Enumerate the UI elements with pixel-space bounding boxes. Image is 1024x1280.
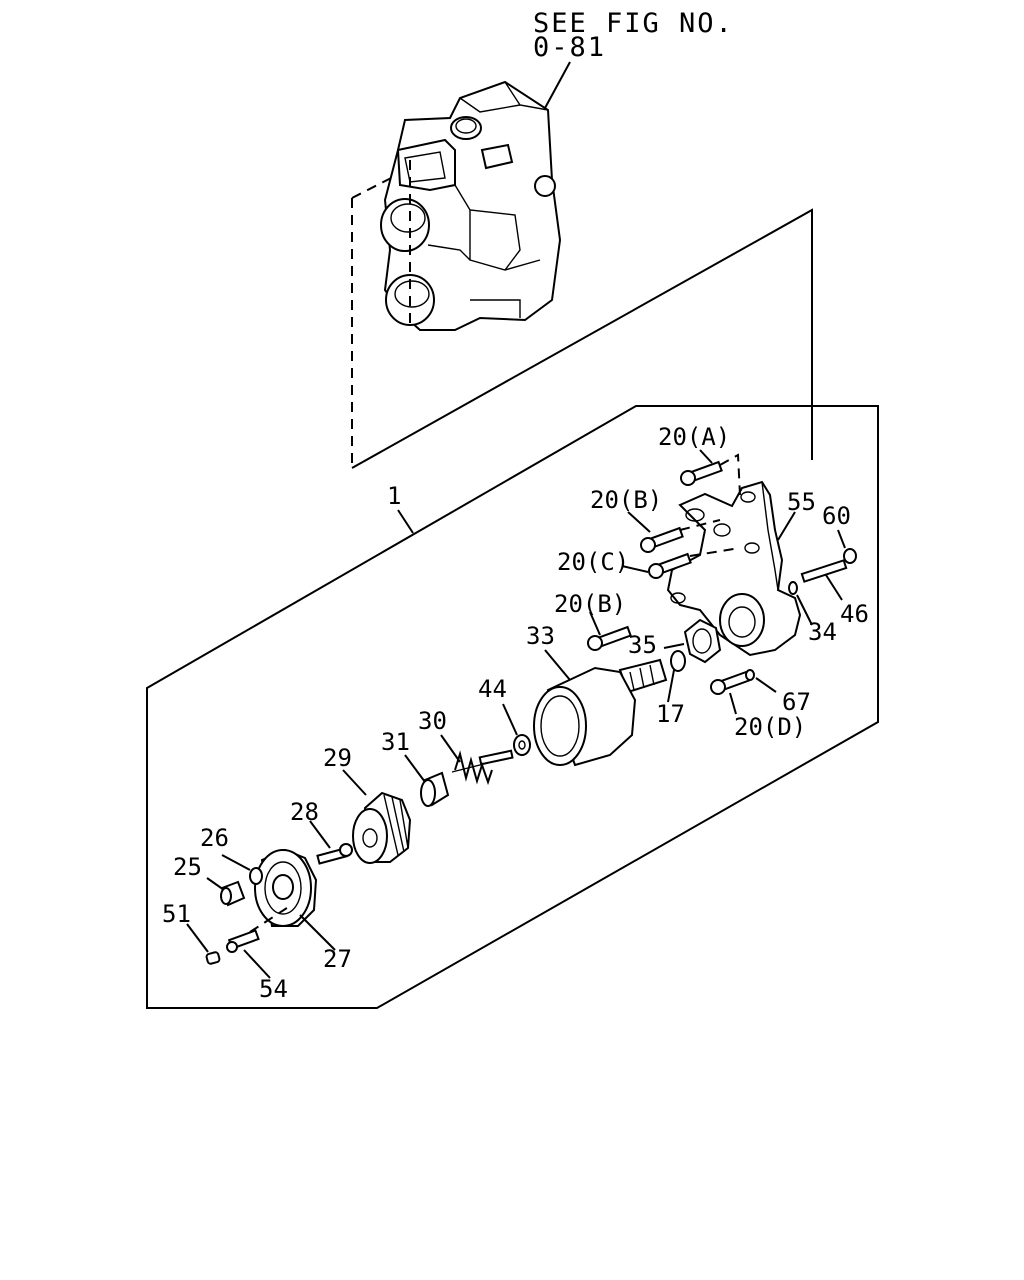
housing-33 — [533, 658, 668, 767]
callout-34: 34 — [808, 618, 837, 646]
callout-33: 33 — [526, 622, 555, 650]
cap-51 — [205, 951, 221, 965]
stud-54-guide — [249, 905, 291, 933]
callout-54: 54 — [259, 975, 288, 1003]
o-ring-17 — [670, 650, 686, 672]
bolt-20b-upper — [640, 526, 684, 553]
washer-44 — [513, 734, 531, 756]
callout-28: 28 — [290, 798, 319, 826]
callout-46: 46 — [840, 600, 869, 628]
bolt-20d — [710, 670, 751, 695]
callout-20a: 20(A) — [658, 423, 730, 451]
callout-17: 17 — [656, 700, 685, 728]
injection-pump-drawing — [380, 80, 562, 331]
cap-25 — [220, 880, 246, 907]
bolt-20b-guide — [679, 519, 721, 531]
collar-31 — [420, 771, 450, 807]
callout-20d: 20(D) — [734, 713, 806, 741]
frame-top-dashed — [351, 175, 396, 199]
o-ring-60 — [843, 548, 857, 564]
callout-30: 30 — [418, 707, 447, 735]
bolt-20b-lower — [587, 625, 632, 651]
reference-leader — [544, 61, 571, 109]
reference-line-1: SEE FIG NO. — [533, 8, 734, 39]
spring-30 — [451, 749, 514, 786]
o-ring-34 — [788, 581, 798, 595]
assembly-box — [146, 405, 879, 1009]
bolt-28 — [316, 843, 353, 865]
washer-67 — [745, 669, 755, 681]
callout-67: 67 — [782, 688, 811, 716]
nut-26 — [249, 867, 263, 885]
callout-27: 27 — [323, 945, 352, 973]
frame-outline — [351, 208, 813, 469]
callout-55: 55 — [787, 488, 816, 516]
nut-35 — [683, 618, 722, 664]
callout-29: 29 — [323, 744, 352, 772]
callout-1: 1 — [387, 482, 401, 510]
callout-20c: 20(C) — [557, 548, 629, 576]
callout-26: 26 — [200, 824, 229, 852]
bolt-20c — [648, 552, 692, 579]
bolt-20a-guide — [719, 453, 741, 496]
callout-20b-upper: 20(B) — [590, 486, 662, 514]
callout-31: 31 — [381, 728, 410, 756]
leader-lines — [186, 449, 846, 979]
callout-20b-lower: 20(B) — [554, 590, 626, 618]
callout-25: 25 — [173, 853, 202, 881]
bolt-20a — [680, 460, 723, 486]
stud-54 — [226, 929, 260, 953]
pin-46 — [800, 559, 848, 583]
pulley-29 — [352, 791, 412, 864]
callout-44: 44 — [478, 675, 507, 703]
reference-line-2: 0-81 — [533, 32, 606, 63]
callout-51: 51 — [162, 900, 191, 928]
callout-35: 35 — [628, 631, 657, 659]
callout-60: 60 — [822, 502, 851, 530]
pulley-27 — [254, 848, 318, 927]
bolt-20c-guide — [689, 547, 741, 557]
